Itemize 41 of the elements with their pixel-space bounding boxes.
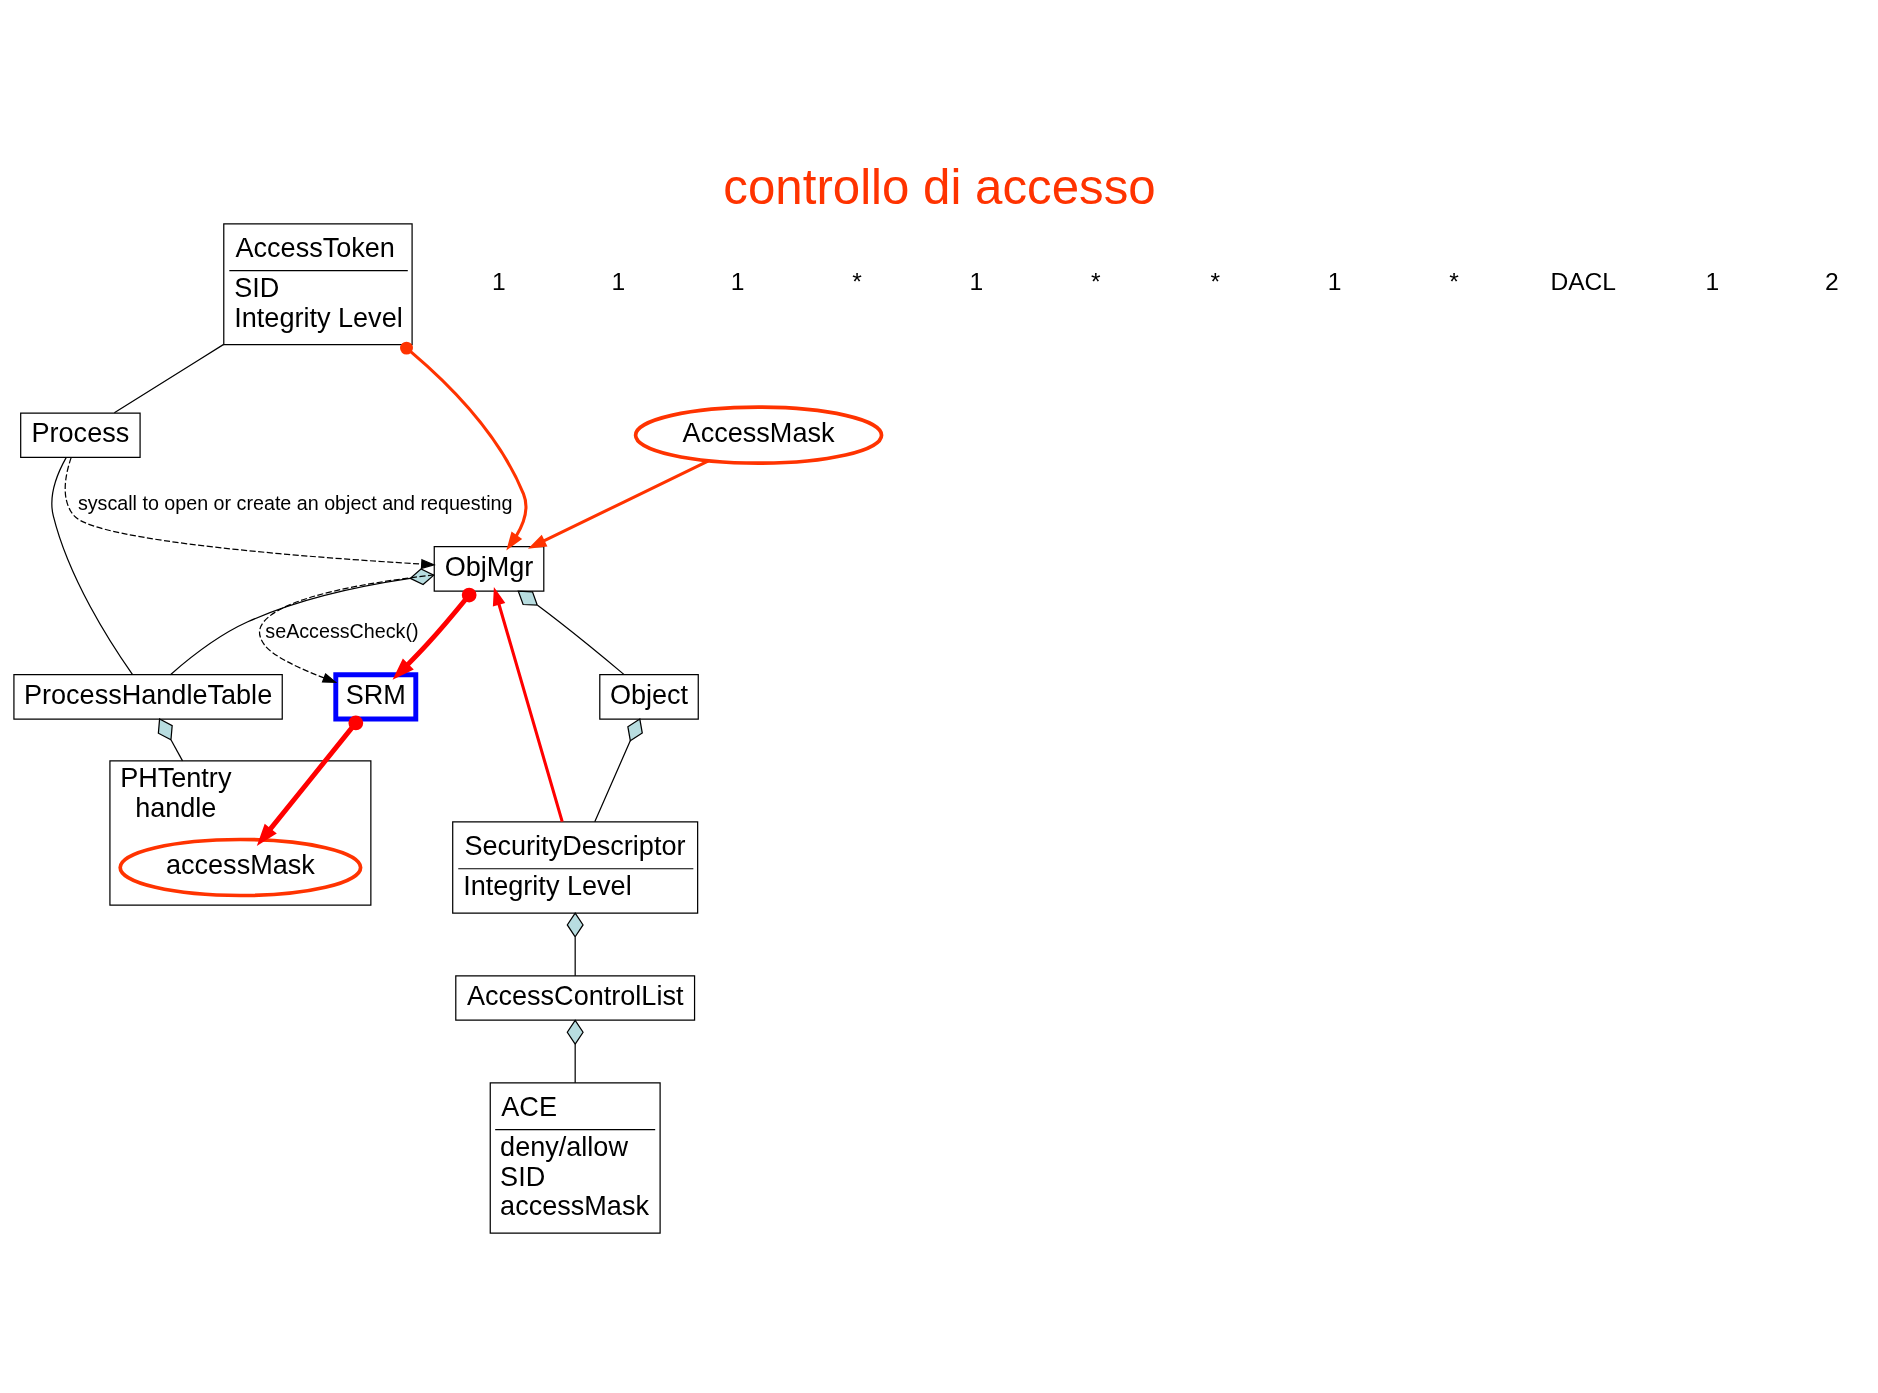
arrow bbox=[258, 574, 434, 683]
label: 1 bbox=[1327, 268, 1341, 296]
node-box: ProcessHandleTable bbox=[12, 674, 283, 720]
connector bbox=[113, 343, 224, 414]
diagram-title: controllo di accesso bbox=[722, 159, 1156, 215]
node-box: SecurityDescriptor Integrity Level bbox=[451, 821, 698, 914]
connector bbox=[566, 912, 584, 977]
label: 1 bbox=[610, 268, 625, 296]
label: 1 bbox=[969, 268, 983, 296]
label: * bbox=[1090, 268, 1101, 296]
arrow bbox=[492, 586, 564, 823]
label: 1 bbox=[491, 268, 506, 296]
edge-label: syscall to open or create an object and requesting bbox=[77, 491, 512, 514]
edge-label: seAccessCheck() bbox=[264, 619, 419, 642]
node-box: AccessToken SID Integrity Level bbox=[222, 223, 413, 346]
label: 1 bbox=[730, 268, 744, 296]
connector bbox=[169, 568, 435, 676]
label: 1 bbox=[1705, 268, 1719, 296]
arrow bbox=[64, 457, 436, 570]
node-ellipse: AccessMask bbox=[633, 405, 883, 466]
node-box: SRM bbox=[332, 672, 418, 722]
arrow bbox=[527, 459, 709, 549]
connector bbox=[566, 1019, 584, 1084]
arrow bbox=[399, 341, 527, 551]
node-box: Process bbox=[19, 412, 141, 458]
node-box: Object bbox=[598, 674, 699, 720]
label: DACL bbox=[1549, 268, 1616, 296]
node-ellipse: accessMask bbox=[117, 837, 362, 898]
connector bbox=[157, 718, 183, 762]
node-box: ACE deny/allow SID accessMask bbox=[489, 1082, 661, 1234]
node-box: ObjMgr bbox=[433, 546, 544, 592]
arrow bbox=[256, 715, 363, 846]
label: * bbox=[1209, 268, 1220, 296]
connector bbox=[516, 590, 625, 676]
arrow bbox=[392, 587, 477, 680]
label: 2 bbox=[1824, 268, 1839, 296]
label: * bbox=[1448, 268, 1459, 296]
connector bbox=[50, 456, 133, 675]
label: * bbox=[851, 268, 862, 296]
node-box: AccessControlList bbox=[454, 975, 695, 1021]
connector bbox=[593, 718, 643, 823]
